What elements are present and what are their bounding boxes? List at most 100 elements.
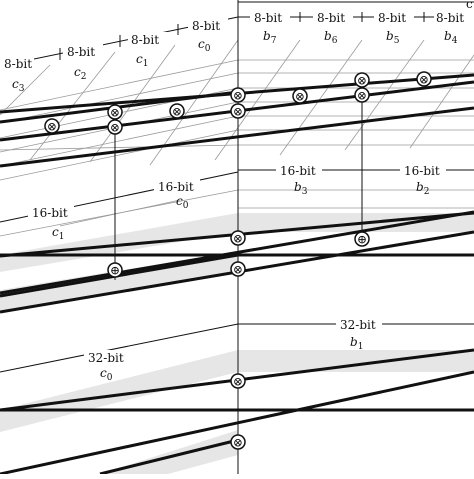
grid-line [0,144,239,151]
svg-text:⊗: ⊗ [110,106,120,120]
sym-label-b3: b3 [294,180,308,197]
multiply-icon: ⊗ [354,72,370,88]
label-bg [63,44,103,58]
sym-label-b1: b1 [350,335,363,352]
grid-line [0,72,239,124]
multiply-icon: ⊗ [230,373,246,389]
label-bg [250,10,290,24]
grid-line [149,39,239,166]
sym-label-c1: c1 [136,52,148,69]
bit-label-b2: 16-bit [404,164,440,178]
svg-text:⊗: ⊗ [233,375,243,389]
bit-label-b6: 8-bit [317,11,345,25]
labels: c 8-bit b7 8-bit b6 8-bit b5 8-bit b4 8-… [0,0,474,383]
sym-label-b5: b5 [386,29,400,46]
thick-line [99,438,239,476]
bit-label-b4: 8-bit [436,11,464,25]
label-bg [188,18,228,32]
label-bg [154,179,200,193]
multiply-icon: ⊗ [230,103,246,119]
multiply-icon: ⊗ [107,104,123,120]
label-bg [336,317,382,331]
sym-label-b4: b4 [444,29,458,46]
label-bg [128,32,168,46]
svg-text:⊗: ⊗ [110,121,120,135]
label-bg [374,10,414,24]
bit-label-c1-16: 16-bit [32,206,68,220]
svg-text:⊗: ⊗ [357,74,367,88]
grid-line [344,39,425,151]
sym-label-c0-16: c0 [176,194,189,211]
label-bg [84,350,130,364]
label-bg [434,10,474,24]
thick-line [0,106,474,168]
label-bg [400,163,446,177]
multiply-icon: ⊗ [230,87,246,103]
svg-text:⊕: ⊕ [110,264,120,278]
grid-line [89,44,176,163]
add-icon: ⊕ [107,262,123,278]
sym-label-c3: c3 [12,77,25,94]
thick-line [0,370,474,476]
label-bg [28,205,74,219]
thick-line [0,210,474,295]
svg-text:⊗: ⊗ [47,120,57,134]
svg-text:⊗: ⊗ [172,105,182,119]
corner-label: c [466,0,473,11]
multiply-icon: ⊗ [230,230,246,246]
add-icon: ⊕ [354,231,370,247]
svg-text:⊗: ⊗ [419,73,429,87]
grid-line [0,129,239,181]
shaded-bands [0,213,474,474]
sym-label-b6: b6 [324,29,338,46]
sym-label-b7: b7 [263,29,277,46]
grid-line [214,39,301,161]
grid-line [0,115,239,167]
svg-text:⊗: ⊗ [295,90,305,104]
multiply-icon: ⊗ [107,119,123,135]
bit-label-c0-16: 16-bit [158,180,194,194]
bit-label-c0: 8-bit [192,19,220,33]
grid-line [0,64,51,116]
svg-text:⊗: ⊗ [233,89,243,103]
multiply-icon: ⊗ [44,118,60,134]
label-bg [313,10,353,24]
band-32bit-shade-a [0,350,474,432]
multiply-icon: ⊗ [354,87,370,103]
bit-label-c2: 8-bit [67,45,95,59]
operators: ⊗ ⊗ ⊗ ⊗ ⊗ ⊗ ⊗ ⊗ ⊗ ⊗ ⊗ ⊕ ⊕ ⊗ ⊗ ⊗ [44,71,432,450]
sym-label-c1-16: c1 [52,225,64,242]
sym-label-c2: c2 [74,65,86,82]
bit-label-b3: 16-bit [280,164,316,178]
grid-line [409,54,474,149]
grid-16bit [0,189,474,237]
multiply-icon: ⊗ [292,88,308,104]
sym-label-c0: c0 [198,37,211,54]
grid-line [0,59,239,111]
bit-label-b7: 8-bit [254,11,282,25]
bit-label-b5: 8-bit [378,11,406,25]
bit-label-c0-32: 32-bit [88,351,124,365]
grid-line [279,39,363,156]
svg-text:⊗: ⊗ [233,263,243,277]
multiply-icon: ⊗ [416,71,432,87]
multiply-icon: ⊗ [169,103,185,119]
bit-label-b1: 32-bit [340,318,376,332]
svg-text:⊗: ⊗ [233,105,243,119]
band-16bit-shade-a [0,213,474,272]
label-bg [276,163,322,177]
sym-label-c0-32: c0 [100,366,113,383]
svg-text:⊗: ⊗ [357,89,367,103]
bit-label-c3: 8-bit [4,57,32,71]
band-32bit-shade-b [0,430,238,474]
label-bg [0,56,34,70]
svg-text:⊗: ⊗ [233,436,243,450]
grid-line [59,199,181,227]
bracket-line [0,323,239,373]
svg-text:⊗: ⊗ [233,232,243,246]
multiply-icon: ⊗ [230,261,246,277]
bit-label-c1: 8-bit [131,33,159,47]
svg-text:⊕: ⊕ [357,233,367,247]
